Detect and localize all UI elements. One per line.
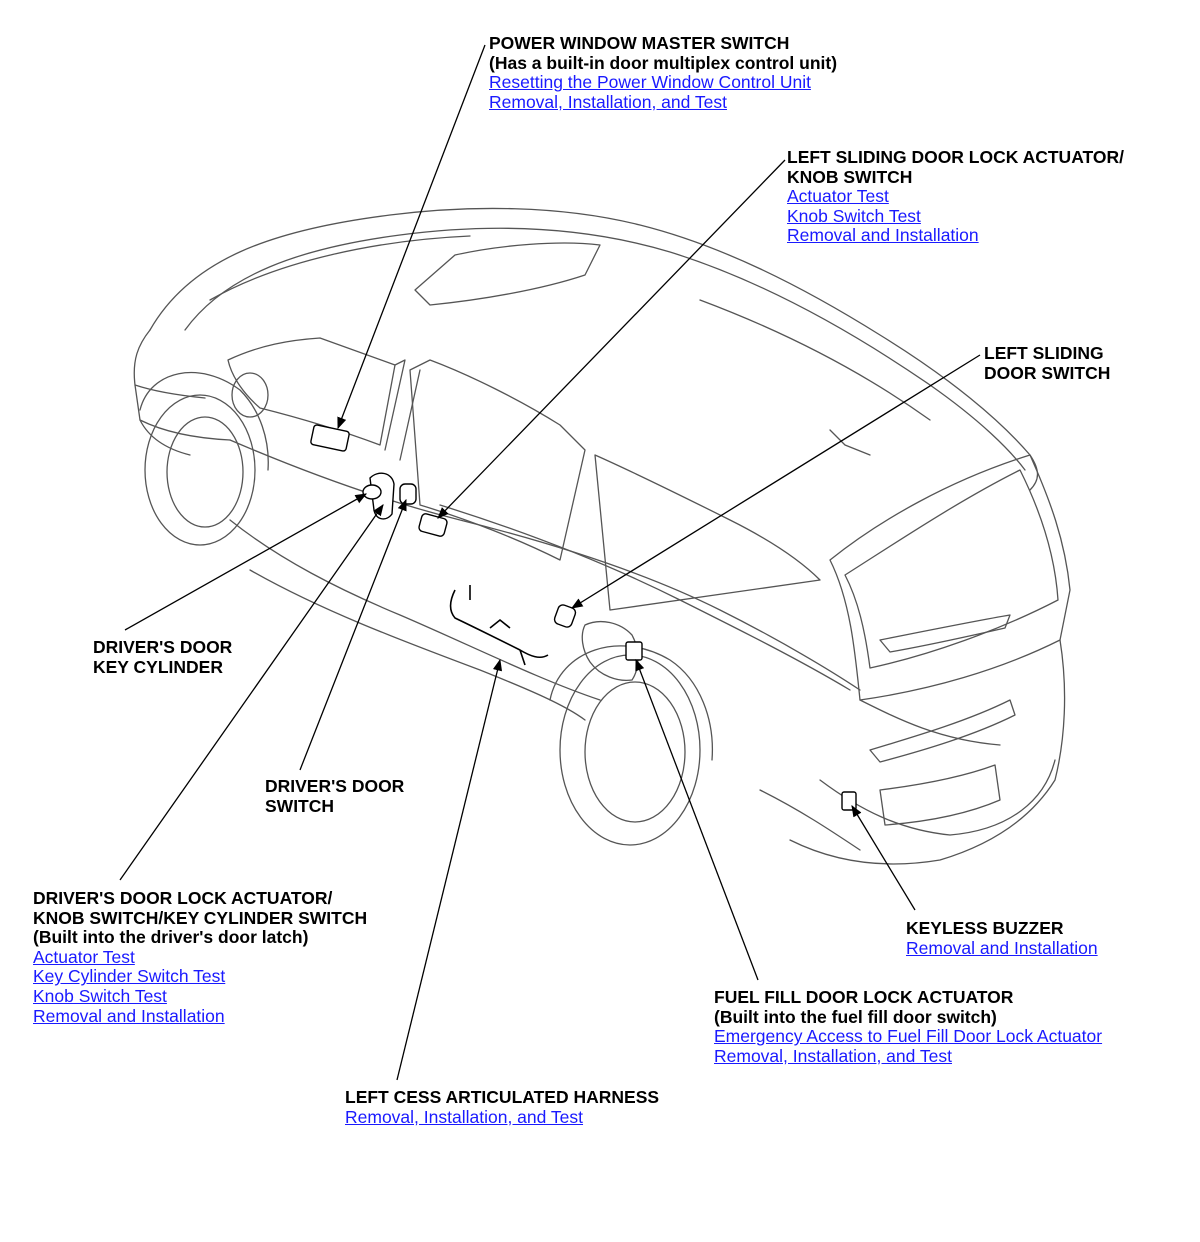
leader-fuel-fill: [635, 658, 759, 981]
key-cylinder-icon: [362, 484, 382, 500]
link-sliding-actuator-test[interactable]: Actuator Test: [787, 186, 889, 207]
front-wheel: [145, 395, 255, 545]
callout-title: LEFT SLIDING DOOR LOCK ACTUATOR/: [787, 147, 1125, 167]
front-bumper: [135, 385, 230, 440]
front-wheel-inner: [167, 417, 243, 527]
callout-title: DRIVER'S DOOR: [93, 637, 233, 657]
callout-title: LEFT SLIDING: [984, 343, 1104, 363]
leader-sliding-door-actuator: [437, 159, 786, 519]
sliding-door-switch-icon: [553, 604, 577, 628]
rear-bumper: [820, 700, 1055, 835]
front-wheel-arch: [140, 373, 268, 470]
sliding-door-track: [440, 505, 850, 690]
spoiler: [880, 615, 1010, 652]
cess-harness-icon: [449, 585, 549, 666]
callout-title: KNOB SWITCH/KEY CYLINDER SWITCH: [33, 907, 368, 928]
body-side-lower: [230, 520, 860, 850]
roof-spine: [830, 430, 870, 455]
rear-wheel-arch: [550, 646, 712, 760]
roof-outline: [150, 208, 1038, 490]
fuel-door: [582, 622, 638, 681]
power-window-switch-icon: [310, 424, 350, 452]
link-door-knob-switch-test[interactable]: Knob Switch Test: [33, 985, 167, 1006]
leader-door-lock-actuator: [119, 504, 384, 881]
callout-title: LEFT CESS ARTICULATED HARNESS: [345, 1087, 660, 1107]
leader-key-cylinder: [124, 493, 368, 631]
callout-title: DRIVER'S DOOR LOCK ACTUATOR/: [33, 888, 333, 908]
b-pillar: [385, 360, 420, 460]
rear-quarter-window: [595, 455, 820, 610]
callout-note: (Built into the driver's door latch): [33, 927, 309, 948]
sliding-door-actuator-icon: [418, 513, 448, 537]
callout-door-switch: DRIVER'S DOOR SWITCH: [265, 776, 405, 816]
callout-title: KNOB SWITCH: [787, 166, 913, 187]
body-side-upper: [230, 440, 860, 690]
leader-power-window: [337, 44, 486, 430]
door-switch-icon: [399, 483, 417, 505]
roof-rail: [210, 236, 930, 420]
callout-title: KEY CYLINDER: [93, 656, 223, 677]
leader-door-switch: [299, 498, 407, 771]
rear-glass: [845, 470, 1058, 668]
link-key-cylinder-switch-test[interactable]: Key Cylinder Switch Test: [33, 966, 226, 987]
link-reset-power-window[interactable]: Resetting the Power Window Control Unit: [489, 72, 811, 93]
rear-lower-body: [790, 640, 1065, 864]
rear-wheel: [560, 655, 700, 845]
rocker-panel: [250, 570, 585, 720]
link-sliding-knob-switch-test[interactable]: Knob Switch Test: [787, 205, 921, 226]
callout-door-lock-actuator: DRIVER'S DOOR LOCK ACTUATOR/ KNOB SWITCH…: [33, 888, 368, 1026]
leader-cess-harness: [396, 658, 503, 1081]
callout-title: KEYLESS BUZZER: [906, 918, 1064, 938]
front-door-window: [228, 338, 395, 445]
roof-inner: [185, 228, 1025, 470]
link-fuel-removal[interactable]: Removal, Installation, and Test: [714, 1045, 953, 1066]
callout-title: FUEL FILL DOOR LOCK ACTUATOR: [714, 987, 1014, 1007]
leader-sliding-door-switch: [571, 354, 981, 609]
callout-power-window-master-switch: POWER WINDOW MASTER SWITCH (Has a built-…: [489, 33, 838, 112]
link-cess-removal[interactable]: Removal, Installation, and Test: [345, 1106, 584, 1127]
rear-wheel-inner: [585, 682, 685, 822]
link-door-lock-removal[interactable]: Removal and Installation: [33, 1005, 225, 1026]
keyless-buzzer-icon: [841, 791, 857, 811]
callout-key-cylinder: DRIVER'S DOOR KEY CYLINDER: [93, 637, 233, 677]
callout-sliding-door-lock-actuator: LEFT SLIDING DOOR LOCK ACTUATOR/ KNOB SW…: [787, 147, 1125, 246]
callout-cess-harness: LEFT CESS ARTICULATED HARNESS Removal, I…: [345, 1087, 660, 1127]
callout-keyless-buzzer: KEYLESS BUZZER Removal and Installation: [906, 918, 1098, 958]
callout-title: SWITCH: [265, 795, 335, 816]
link-power-window-removal[interactable]: Removal, Installation, and Test: [489, 91, 728, 112]
link-buzzer-removal[interactable]: Removal and Installation: [906, 937, 1098, 958]
callout-title: DOOR SWITCH: [984, 362, 1111, 383]
callout-sliding-door-switch: LEFT SLIDING DOOR SWITCH: [984, 343, 1111, 383]
license-area: [880, 765, 1000, 825]
tail-light: [870, 700, 1015, 762]
callout-note: (Built into the fuel fill door switch): [714, 1006, 997, 1027]
sunroof: [415, 243, 600, 305]
side-mirror: [232, 373, 268, 417]
callout-fuel-fill-lock-actuator: FUEL FILL DOOR LOCK ACTUATOR (Built into…: [714, 987, 1103, 1066]
rear-hatch: [830, 455, 1070, 700]
link-door-actuator-test[interactable]: Actuator Test: [33, 946, 135, 967]
fuel-lock-actuator-icon: [625, 641, 643, 661]
sliding-door-window: [410, 360, 585, 560]
callout-title: DRIVER'S DOOR: [265, 776, 405, 796]
link-sliding-removal[interactable]: Removal and Installation: [787, 225, 979, 246]
leader-keyless-buzzer: [851, 804, 916, 911]
link-fuel-emergency-access[interactable]: Emergency Access to Fuel Fill Door Lock …: [714, 1026, 1103, 1047]
callout-note: (Has a built-in door multiplex control u…: [489, 52, 838, 73]
callout-title: POWER WINDOW MASTER SWITCH: [489, 33, 790, 53]
